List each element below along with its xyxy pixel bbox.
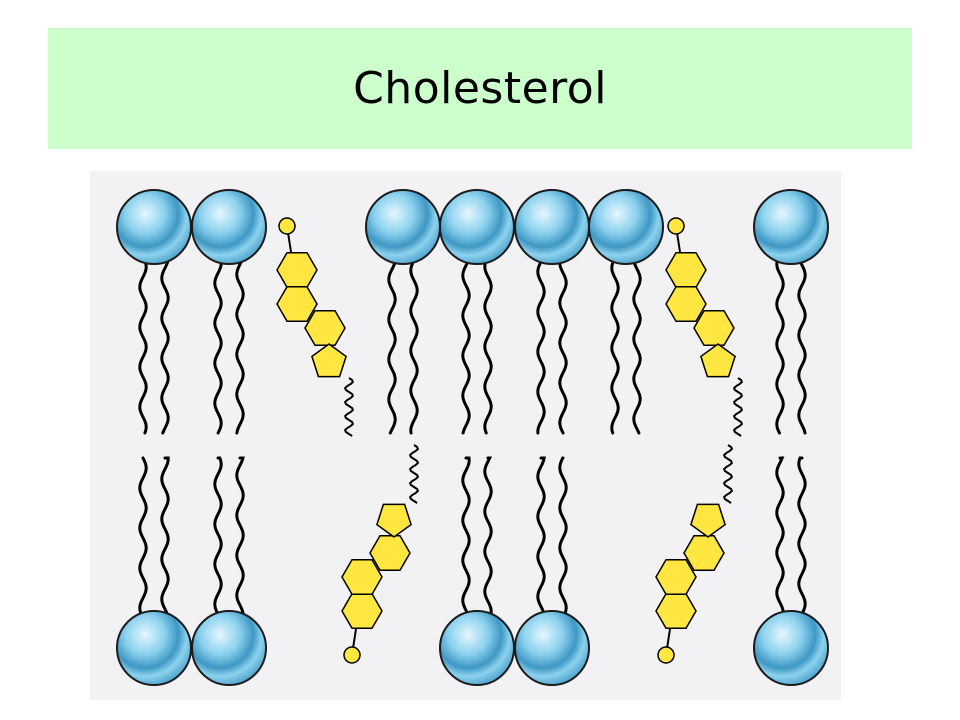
slide-title: Cholesterol	[353, 63, 607, 114]
phosphate-head-circle	[116, 610, 192, 686]
top-phospholipid	[514, 189, 590, 435]
phosphate-head-circle	[191, 189, 267, 265]
phosphate-head-circle	[588, 189, 664, 265]
fatty-acid-tail	[138, 456, 148, 620]
steroid-ring	[690, 503, 726, 538]
cholesterol-molecule	[276, 217, 355, 437]
phosphate-head-circle	[514, 189, 590, 265]
fatty-acid-tail	[483, 255, 493, 435]
fatty-acid-tail	[160, 255, 170, 435]
fatty-acid-tail	[213, 255, 223, 435]
top-phospholipid	[365, 189, 441, 435]
phosphate-head-circle	[191, 610, 267, 686]
fatty-acid-tail	[610, 255, 620, 435]
fatty-acid-tail	[387, 255, 397, 435]
top-phospholipid	[588, 189, 664, 435]
top-phospholipid	[191, 189, 267, 435]
bottom-phospholipid	[753, 456, 829, 686]
bottom-phospholipid	[191, 456, 267, 686]
hydroxyl-group	[278, 217, 296, 235]
steroid-ring	[276, 285, 318, 323]
hydroxyl-group	[657, 646, 675, 664]
fatty-acid-tail	[483, 456, 493, 620]
fatty-acid-tail	[160, 456, 170, 620]
phosphate-head-circle	[439, 610, 515, 686]
fatty-acid-tail	[775, 456, 785, 620]
bottom-phospholipid	[116, 456, 192, 686]
lipid-bilayer-illustration	[90, 171, 841, 700]
top-phospholipid	[116, 189, 192, 435]
fatty-acid-tail	[213, 456, 223, 620]
fatty-acid-tail	[558, 456, 568, 620]
fatty-acid-tail	[409, 255, 419, 435]
fatty-acid-tail	[138, 255, 148, 435]
steroid-ring	[341, 558, 383, 596]
steroid-ring	[304, 309, 346, 347]
steroid-ring	[700, 343, 736, 378]
cholesterol-molecule	[341, 444, 420, 664]
steroid-ring	[311, 343, 347, 378]
fatty-acid-tail	[797, 255, 807, 435]
phosphate-head-circle	[365, 189, 441, 265]
hydroxyl-group	[343, 646, 361, 664]
top-phospholipid	[439, 189, 515, 435]
fatty-acid-tail	[775, 255, 785, 435]
fatty-acid-tail	[797, 456, 807, 620]
fatty-acid-tail	[558, 255, 568, 435]
hydroxyl-group	[667, 217, 685, 235]
fatty-acid-tail	[235, 255, 245, 435]
phosphate-head-circle	[116, 189, 192, 265]
phosphate-head-circle	[753, 610, 829, 686]
hydrocarbon-tail	[343, 377, 355, 437]
hydrocarbon-tail	[722, 444, 734, 504]
steroid-ring	[693, 309, 735, 347]
fatty-acid-tail	[461, 255, 471, 435]
membrane-diagram	[90, 171, 841, 700]
steroid-ring	[369, 534, 411, 572]
steroid-ring	[376, 503, 412, 538]
fatty-acid-tail	[536, 456, 546, 620]
cholesterol-molecule	[655, 444, 734, 664]
cholesterol-molecule	[665, 217, 744, 437]
steroid-ring	[665, 285, 707, 323]
title-banner: Cholesterol	[48, 28, 912, 149]
fatty-acid-tail	[235, 456, 245, 620]
fatty-acid-tail	[536, 255, 546, 435]
phosphate-head-circle	[439, 189, 515, 265]
phosphate-head-circle	[514, 610, 590, 686]
top-phospholipid	[753, 189, 829, 435]
hydrocarbon-tail	[408, 444, 420, 504]
steroid-ring	[655, 558, 697, 596]
fatty-acid-tail	[461, 456, 471, 620]
bottom-phospholipid	[514, 456, 590, 686]
phosphate-head-circle	[753, 189, 829, 265]
steroid-ring	[683, 534, 725, 572]
fatty-acid-tail	[632, 255, 642, 435]
hydrocarbon-tail	[732, 377, 744, 437]
